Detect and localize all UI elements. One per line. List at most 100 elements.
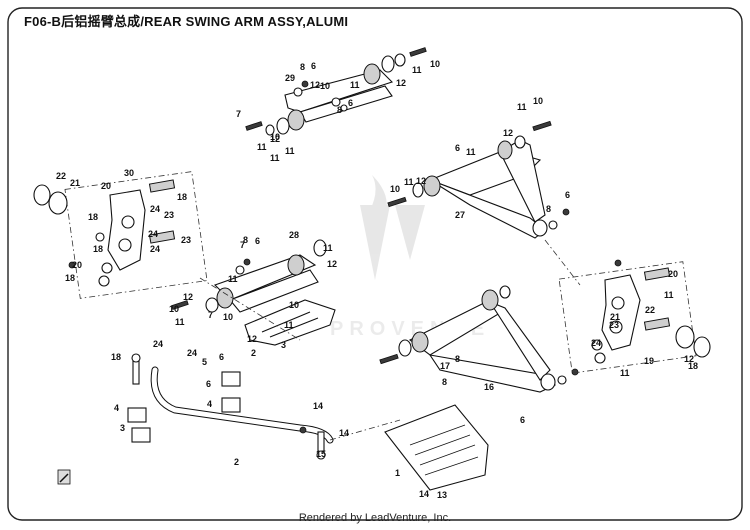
callout-6: 6 xyxy=(565,190,570,200)
callout-12: 12 xyxy=(310,80,320,90)
callout-6: 6 xyxy=(455,143,460,153)
callout-11: 11 xyxy=(350,80,360,90)
callout-8: 8 xyxy=(337,105,342,115)
callout-4: 4 xyxy=(114,403,119,413)
knuckle-right xyxy=(591,259,711,364)
arrow-indicator-icon xyxy=(57,469,71,485)
callout-11: 11 xyxy=(270,153,280,163)
skid-plate-15 xyxy=(384,404,489,491)
callout-11: 11 xyxy=(285,146,295,156)
callout-4: 4 xyxy=(207,399,212,409)
footer-credit: Rendered by LeadVenture, Inc. xyxy=(298,512,452,524)
callout-27: 27 xyxy=(455,210,465,220)
callout-30: 30 xyxy=(124,168,134,178)
callout-7: 7 xyxy=(240,240,245,250)
callout-19: 19 xyxy=(644,356,654,366)
callout-20: 20 xyxy=(668,269,678,279)
callout-3: 3 xyxy=(281,340,286,350)
callout-10: 10 xyxy=(289,300,299,310)
skid-guard-13 xyxy=(244,299,336,346)
callout-7: 7 xyxy=(236,109,241,119)
upper-arm-top xyxy=(245,47,427,136)
callout-10: 10 xyxy=(533,96,543,106)
callout-11: 11 xyxy=(228,274,238,284)
callout-24: 24 xyxy=(187,348,197,358)
callout-15: 15 xyxy=(316,449,326,459)
connector-line-3 xyxy=(329,419,401,441)
callout-12: 12 xyxy=(327,259,337,269)
connector-line-1 xyxy=(199,277,301,341)
callout-14: 14 xyxy=(313,401,323,411)
callout-11: 11 xyxy=(257,142,267,152)
callout-10: 10 xyxy=(223,312,233,322)
callout-6: 6 xyxy=(255,236,260,246)
callout-11: 11 xyxy=(404,177,414,187)
callout-1: 1 xyxy=(395,468,400,478)
callout-20: 20 xyxy=(101,181,111,191)
callout-11: 11 xyxy=(284,320,294,330)
callout-16: 16 xyxy=(484,382,494,392)
stabilizer-bar xyxy=(127,353,334,460)
dashed-group-30 xyxy=(64,171,208,299)
callout-12: 12 xyxy=(396,78,406,88)
callout-6: 6 xyxy=(219,352,224,362)
callout-6: 6 xyxy=(206,379,211,389)
callout-11: 11 xyxy=(517,102,527,112)
callout-22: 22 xyxy=(56,171,66,181)
callout-22: 22 xyxy=(645,305,655,315)
callout-12: 12 xyxy=(503,128,513,138)
callout-8: 8 xyxy=(442,377,447,387)
callout-10: 10 xyxy=(390,184,400,194)
callout-8: 8 xyxy=(300,62,305,72)
callout-14: 14 xyxy=(339,428,349,438)
callout-24: 24 xyxy=(150,244,160,254)
callout-24: 24 xyxy=(148,229,158,239)
callout-23: 23 xyxy=(609,320,619,330)
callout-3: 3 xyxy=(120,423,125,433)
callout-18: 18 xyxy=(177,192,187,202)
callout-11: 11 xyxy=(466,147,476,157)
dashed-group-19 xyxy=(558,261,697,374)
watermark-logo xyxy=(360,175,425,280)
middle-arm-28 xyxy=(171,239,327,313)
callout-17: 17 xyxy=(440,361,450,371)
callout-5: 5 xyxy=(202,357,207,367)
callout-13: 13 xyxy=(437,490,447,500)
diagram-title: F06-B后铝摇臂总成/REAR SWING ARM ASSY,ALUMI xyxy=(24,14,349,29)
callout-11: 11 xyxy=(323,243,333,253)
callout-24: 24 xyxy=(153,339,163,349)
callout-20: 20 xyxy=(72,260,82,270)
rear-arm-27 xyxy=(387,120,570,239)
callout-7: 7 xyxy=(208,310,213,320)
callout-10: 10 xyxy=(169,304,179,314)
callout-8: 8 xyxy=(546,204,551,214)
callout-10: 10 xyxy=(270,132,280,142)
border-frame xyxy=(7,7,743,521)
callout-18: 18 xyxy=(65,273,75,283)
callout-11: 11 xyxy=(175,317,185,327)
callout-6: 6 xyxy=(311,61,316,71)
callout-10: 10 xyxy=(430,59,440,69)
callout-6: 6 xyxy=(520,415,525,425)
callout-11: 11 xyxy=(412,65,422,75)
callout-12: 12 xyxy=(183,292,193,302)
knuckle-left xyxy=(33,179,176,287)
callout-2: 2 xyxy=(251,348,256,358)
callout-10: 10 xyxy=(320,81,330,91)
callout-11: 11 xyxy=(620,368,630,378)
callout-14: 14 xyxy=(419,489,429,499)
callout-18: 18 xyxy=(688,361,698,371)
callout-2: 2 xyxy=(234,457,239,467)
callout-8: 8 xyxy=(455,354,460,364)
callout-12: 12 xyxy=(416,176,426,186)
callout-12: 12 xyxy=(270,134,280,144)
callout-18: 18 xyxy=(93,244,103,254)
callout-21: 21 xyxy=(70,178,80,188)
callout-21: 21 xyxy=(610,312,620,322)
callout-12: 12 xyxy=(247,334,257,344)
lower-arm-17 xyxy=(379,285,579,393)
callout-23: 23 xyxy=(181,235,191,245)
